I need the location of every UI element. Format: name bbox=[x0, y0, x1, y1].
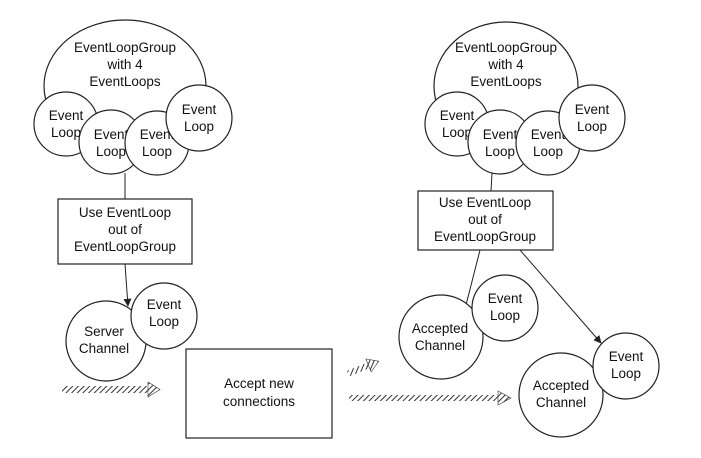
left-eventloop-4-label-1: Event bbox=[182, 102, 217, 117]
left-eventloop-4: Event Loop bbox=[165, 84, 233, 152]
right-eventloop-3-label-2: Loop bbox=[533, 144, 563, 159]
accepted-channel-1-eventloop: Event Loop bbox=[471, 274, 539, 342]
left-eventloop-3-label-2: Loop bbox=[142, 144, 172, 159]
right-eventloop-2-label-2: Loop bbox=[485, 144, 515, 159]
accept-connections-box: Accept new connections bbox=[185, 348, 333, 439]
right-group-to-use-box-line bbox=[490, 172, 493, 192]
left-eventloop-4-label-2: Loop bbox=[184, 119, 214, 134]
left-group-label-1: EventLoopGroup bbox=[74, 40, 176, 55]
right-eventloop-4-label-2: Loop bbox=[577, 119, 607, 134]
right-use-box-to-channel1-line bbox=[465, 249, 481, 306]
accepted-channel-1: Accepted Channel bbox=[398, 294, 484, 380]
accepted-channel-2: Accepted Channel bbox=[518, 352, 604, 438]
server-eventloop-label-2: Loop bbox=[149, 314, 179, 329]
server-channel-label-1: Server bbox=[84, 324, 124, 339]
left-eventloop-2-label-2: Loop bbox=[96, 144, 126, 159]
right-eventloop-4: Event Loop bbox=[558, 84, 626, 152]
right-group-label-1: EventLoopGroup bbox=[455, 40, 557, 55]
left-eventloop-3-label-1: Event bbox=[140, 127, 175, 142]
left-group-label-3: EventLoops bbox=[89, 74, 161, 89]
right-eventloop-3-label-1: Event bbox=[531, 127, 566, 142]
accept-box-label-1: Accept new bbox=[224, 376, 294, 391]
right-use-box-label-3: EventLoopGroup bbox=[434, 229, 536, 244]
left-eventloop-1-label-2: Loop bbox=[51, 125, 81, 140]
accepted-channel-1-eventloop-label-1: Event bbox=[488, 291, 523, 306]
right-use-box-to-channel2-arrow bbox=[519, 249, 602, 344]
accepted-channel-1-label-2: Channel bbox=[415, 338, 465, 353]
server-eventloop: Event Loop bbox=[130, 282, 198, 350]
accept-to-channel1-hatched-arrow bbox=[346, 358, 380, 377]
left-use-eventloop-box: Use EventLoop out of EventLoopGroup bbox=[57, 198, 193, 265]
right-group-label-2: with 4 bbox=[487, 57, 524, 72]
right-eventloop-2: Event Loop bbox=[467, 109, 533, 175]
left-use-box-label-2: out of bbox=[108, 222, 142, 237]
left-eventloop-1-label-1: Event bbox=[49, 108, 84, 123]
right-eventloop-2-label-1: Event bbox=[483, 127, 518, 142]
accepted-channel-1-label-1: Accepted bbox=[412, 321, 468, 336]
left-eventloop-2-label-1: Event bbox=[94, 127, 129, 142]
right-use-box-label-1: Use EventLoop bbox=[439, 195, 531, 210]
accepted-channel-2-eventloop-label-2: Loop bbox=[611, 366, 641, 381]
left-use-box-label-3: EventLoopGroup bbox=[74, 239, 176, 254]
accept-to-channel2-hatched-arrow bbox=[349, 390, 512, 406]
accepted-channel-2-eventloop-label-1: Event bbox=[609, 349, 644, 364]
right-eventloop-1-label-1: Event bbox=[440, 108, 475, 123]
left-use-box-to-server-arrow bbox=[123, 263, 132, 307]
server-eventloop-label-1: Event bbox=[147, 297, 182, 312]
accept-box-label-2: connections bbox=[223, 394, 295, 409]
server-channel: Server Channel bbox=[65, 300, 147, 382]
right-group-label-3: EventLoops bbox=[470, 74, 542, 89]
server-channel-label-2: Channel bbox=[79, 341, 129, 356]
right-eventloop-4-label-1: Event bbox=[575, 102, 610, 117]
accepted-channel-2-label-1: Accepted bbox=[533, 378, 589, 393]
right-eventloop-1-label-2: Loop bbox=[442, 125, 472, 140]
accepted-channel-2-eventloop: Event Loop bbox=[592, 332, 660, 400]
left-group-label-2: with 4 bbox=[106, 57, 143, 72]
accepted-channel-2-label-2: Channel bbox=[536, 395, 586, 410]
right-use-box-label-2: out of bbox=[468, 212, 502, 227]
accepted-channel-1-eventloop-label-2: Loop bbox=[490, 308, 520, 323]
right-use-eventloop-box: Use EventLoop out of EventLoopGroup bbox=[417, 190, 554, 251]
left-use-box-label-1: Use EventLoop bbox=[79, 205, 171, 220]
right-eventloop-3: Event Loop bbox=[515, 110, 581, 176]
server-to-accept-hatched-arrow bbox=[62, 381, 161, 398]
